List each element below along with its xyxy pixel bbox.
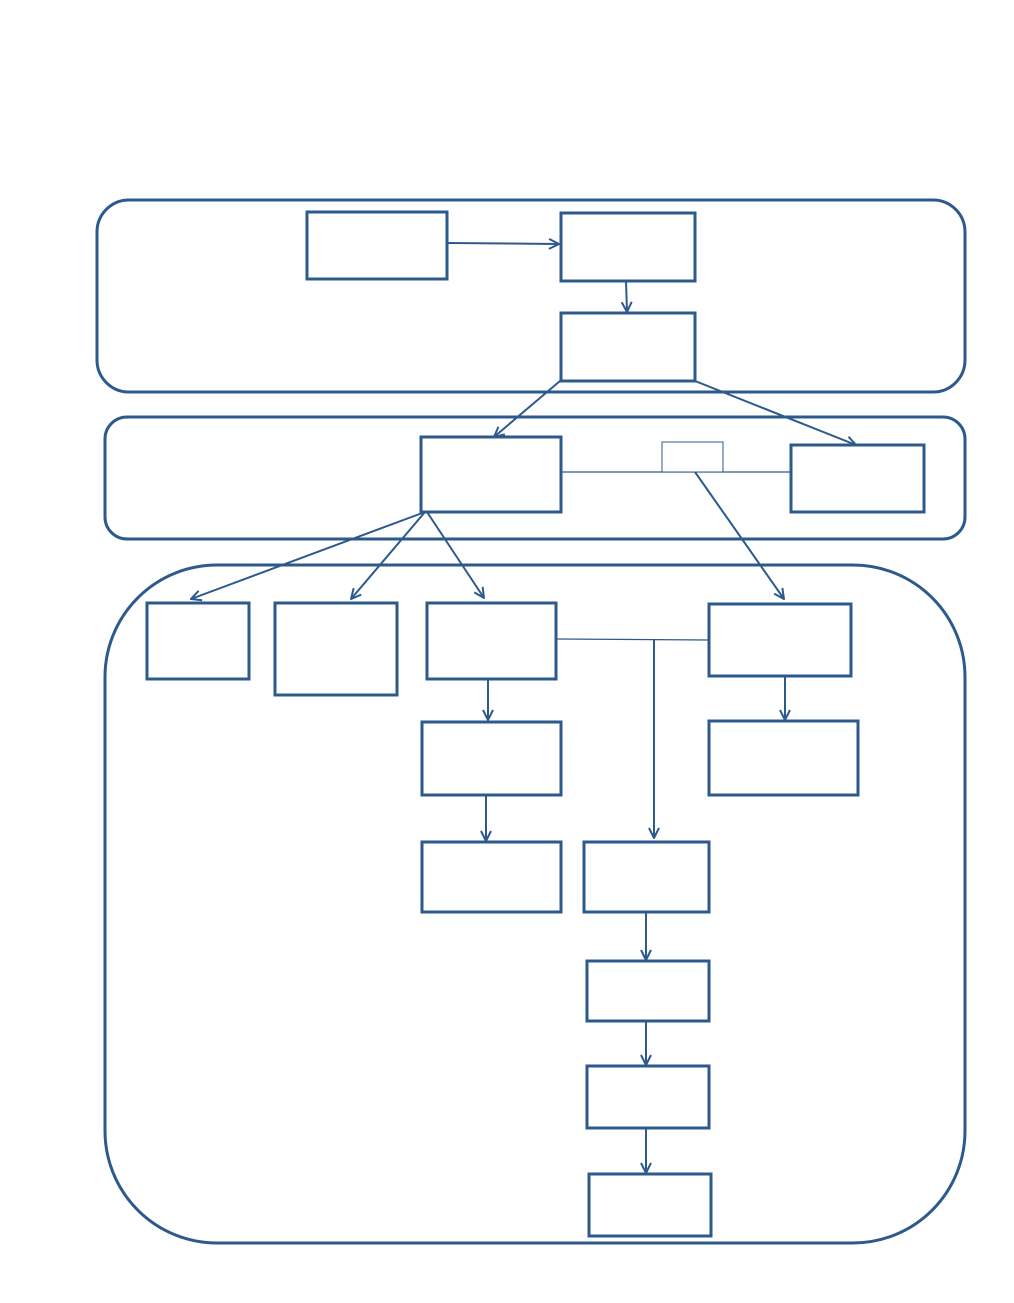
diagram-node: [559, 311, 697, 383]
flow-arrow: [426, 511, 484, 598]
diagram-node: [582, 840, 711, 914]
diagram-node: [585, 959, 711, 1023]
diagram-node: [273, 601, 399, 697]
flow-arrow: [351, 511, 426, 599]
diagram-node: [420, 720, 563, 797]
diagram-node: [585, 1064, 711, 1130]
flow-arrow: [626, 280, 627, 312]
diagram-node: [425, 601, 558, 681]
diagram-node: [789, 443, 926, 514]
diagram-node: [559, 211, 697, 283]
flow-arrow: [694, 380, 856, 445]
group-bottom-container: [103, 563, 967, 1245]
diagram-node: [420, 840, 563, 914]
diagram-small-node: [661, 441, 724, 473]
diagram-node: [707, 719, 860, 797]
flow-arrow: [191, 511, 426, 599]
diagram-node: [419, 435, 563, 514]
diagram-node: [587, 1172, 713, 1238]
diagram-node: [145, 601, 251, 681]
group-top-container: [95, 198, 967, 394]
diagram-node: [305, 210, 449, 281]
connector-line: [555, 638, 710, 641]
flow-arrow: [446, 243, 559, 244]
flow-arrow: [494, 380, 561, 437]
group-middle-container: [103, 415, 967, 541]
flow-arrow: [694, 471, 784, 599]
diagram-node: [707, 602, 853, 678]
